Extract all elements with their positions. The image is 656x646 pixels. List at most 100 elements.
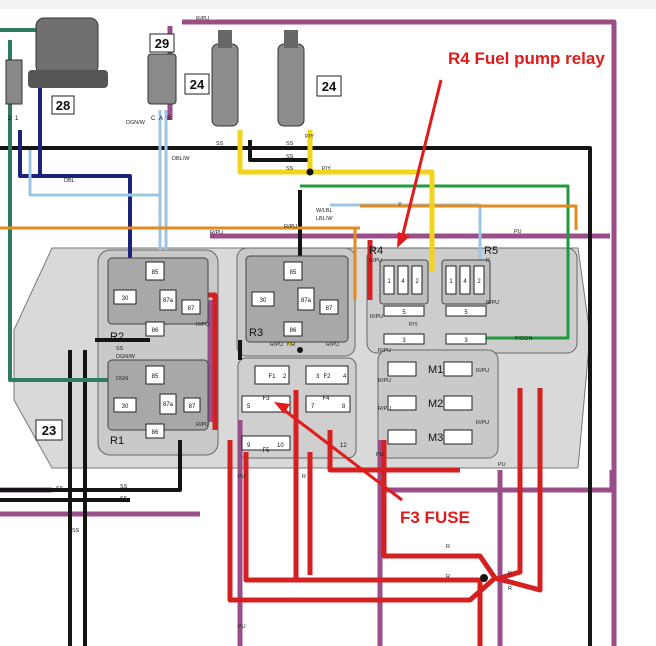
wire-label-r-6: R [508,586,512,592]
component-24-right-number: 24 [322,79,337,94]
r3-pin-86: 86 [290,328,297,334]
fuse-f1: F1 [254,365,290,385]
fuse-pin-10: 10 [277,443,284,449]
wire-label-dblw: DBL/W [172,156,190,162]
black-wires [0,140,592,646]
wire-label-rpu-10: R/PU [196,322,209,328]
fuse-pin-3: 3 [316,374,320,380]
yellow-junction [306,168,314,176]
wire-label-rpu-12: R/PU [476,368,489,374]
wire-label-ss-3: SS [216,141,224,147]
r3-pin-87a: 87a [301,298,312,304]
wire-label-dgnw: DGN/W [126,120,146,126]
r1-pin-85: 85 [152,374,159,380]
wire-label-ss-8: SS [56,486,64,492]
wire-label-py-2: P/Y [322,166,331,172]
wire-label-ss-4: SS [286,166,294,172]
wire-label-ss-5: SS [116,346,124,352]
wire-label-dbl: DBL [64,178,75,184]
fuse-f4: F4 [305,395,351,413]
fuse-arrow-line [283,408,403,502]
teal-wires [0,28,120,382]
wire-label-dgn: DGN [116,376,128,382]
motor-relay-m1: M1 [387,361,473,377]
fuse-pin-8: 8 [342,404,346,410]
component-23-number: 23 [42,423,56,438]
relay-r5: 1 4 2 5 3 R5 [441,245,498,345]
connector-pin-a: A [159,116,163,122]
relay-r4: 1 4 2 5 3 R4 [369,245,429,345]
wire-label-y: Y [398,202,402,208]
red-junction [480,574,488,582]
wire-label-ss-1: SS [286,141,294,147]
relay-r3: 85 30 87a 87 86 R3 [245,255,349,343]
relay-r2: 85 30 87a 87 86 R2 [107,257,209,343]
wire-label-ss-2: SS [286,154,294,160]
wire-label-ss-6: SS [120,484,128,490]
component-24-right: 24 [277,30,342,127]
fuse-junction [297,347,303,353]
wire-label-pu-4: PU [238,474,246,480]
motor-relay-m3-label: M3 [428,432,443,444]
fuse-pin-7: 7 [311,404,315,410]
relay-r1-label: R1 [110,435,124,447]
motor-relay-m2: M2 [387,395,473,411]
r2-pin-30: 30 [122,296,129,302]
r2-pin-87: 87 [188,306,195,312]
navy-wires [18,60,132,262]
fuse-arrow-head [274,402,290,414]
r3-pin-87: 87 [326,306,333,312]
component-28: 28 2 1 [5,17,108,122]
wire-label-py-1: P/Y [305,134,314,140]
motor-relay-m2-label: M2 [428,398,443,410]
fuse-pin-4: 4 [343,374,347,380]
relay-r3-label: R3 [249,327,263,339]
wire-label-pu-3: PU [498,462,506,468]
r4-pin-3: 3 [402,338,406,344]
relay-r2-label: R2 [110,331,124,343]
fuse-callout-text: F3 FUSE [400,508,470,527]
wire-label-rpu-3: R/PU [210,230,223,236]
wire-label-rpu-4: R/PU [369,258,382,264]
fuse-pin-2: 2 [283,374,287,380]
relay-r4-label: R4 [369,245,383,257]
fuse-f1-label: F1 [268,374,276,380]
component-23-box [35,419,63,441]
wire-label-r-5: R [508,571,512,577]
wire-label-pdgn: P/DGN [515,336,532,342]
wire-label-rpu-top: R/PU [196,16,209,22]
wire-label-r-1: R [486,258,490,264]
fuse-pin-12: 12 [340,443,347,449]
wire-label-pu-5: PU [238,624,246,630]
connector-pin-c: C [151,116,156,122]
wire-label-pu-2: PU [376,452,384,458]
wire-label-pu-1: PU [514,229,522,235]
wire-label-ss-9: SS [72,528,80,534]
connector-pin-2: 2 [8,116,12,122]
component-24-left-number: 24 [190,77,205,92]
component-29: 29 C A B [147,33,177,122]
r2-pin-86: 86 [152,328,159,334]
wire-label-rpu-5: R/PU [486,300,499,306]
relay-callout-text: R4 Fuel pump relay [448,49,605,68]
r3-pin-85: 85 [290,270,297,276]
fuse-f5: F5 [241,435,291,454]
r1-pin-86: 86 [152,430,159,436]
wire-label-rpu-15: R/PU [378,406,391,412]
wire-label-rpu-2: R/PU [284,224,297,230]
wire-label-rpu-8: R/PU [326,342,339,348]
wire-label-lblw: LBL/W [316,216,333,222]
wire-label-rpu-7: R/PU [370,314,383,320]
r5-pin-1: 1 [449,279,453,285]
black-junction [82,487,88,493]
r3-pin-30: 30 [260,298,267,304]
wire-label-rpu-9: R/PU [270,342,283,348]
wire-label-rpu-11: R/PU [196,422,209,428]
r2-pin-85: 85 [152,270,159,276]
r5-pin-2: 2 [477,279,481,285]
component-24-left: 24 [184,30,239,127]
r4-pin-2: 2 [415,279,419,285]
wire-label-ss-7: SS [120,496,128,502]
r5-pin-3: 3 [464,338,468,344]
